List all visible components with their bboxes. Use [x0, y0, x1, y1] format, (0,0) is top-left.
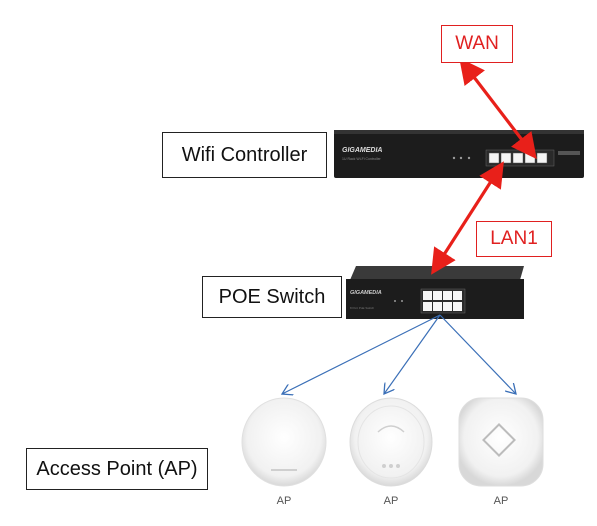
wifi-controller-label-box: Wifi Controller [162, 132, 327, 178]
switch-ports [420, 288, 466, 314]
svg-text:1U Rack Wi-Fi Controller: 1U Rack Wi-Fi Controller [342, 157, 382, 161]
wan-label: WAN [455, 33, 499, 54]
access-point-2 [349, 397, 433, 487]
wan-arrow [459, 57, 537, 160]
poe-switch-label-box: POE Switch [202, 276, 342, 318]
ap-arrow-middle [384, 314, 441, 394]
wan-label-box: WAN [441, 25, 513, 63]
access-point-label-box: Access Point (AP) [26, 448, 208, 490]
svg-text:8 Port PoE Switch: 8 Port PoE Switch [350, 306, 375, 310]
controller-ports [488, 152, 548, 164]
poe-switch-label: POE Switch [218, 285, 326, 308]
lan1-label-box: LAN1 [476, 221, 552, 257]
lan1-label: LAN1 [490, 228, 538, 249]
ap-arrow-right [439, 314, 516, 394]
ap-caption-3: AP [493, 495, 509, 507]
svg-text:GIGAMEDIA: GIGAMEDIA [342, 147, 382, 154]
access-point-1 [241, 397, 327, 487]
ap-caption-2: AP [383, 495, 399, 507]
access-point-label: Access Point (AP) [36, 457, 198, 480]
wifi-controller-device: GIGAMEDIA 1U Rack Wi-Fi Controller [334, 130, 584, 178]
access-point-3 [458, 397, 544, 487]
wifi-controller-label: Wifi Controller [181, 143, 308, 166]
ap-caption-1: AP [276, 495, 292, 507]
svg-text:GIGAMEDIA: GIGAMEDIA [350, 290, 382, 296]
lan1-arrow [431, 161, 504, 275]
poe-switch-device: GIGAMEDIA 8 Port PoE Switch [346, 266, 524, 319]
ap-arrow-left [282, 314, 441, 394]
